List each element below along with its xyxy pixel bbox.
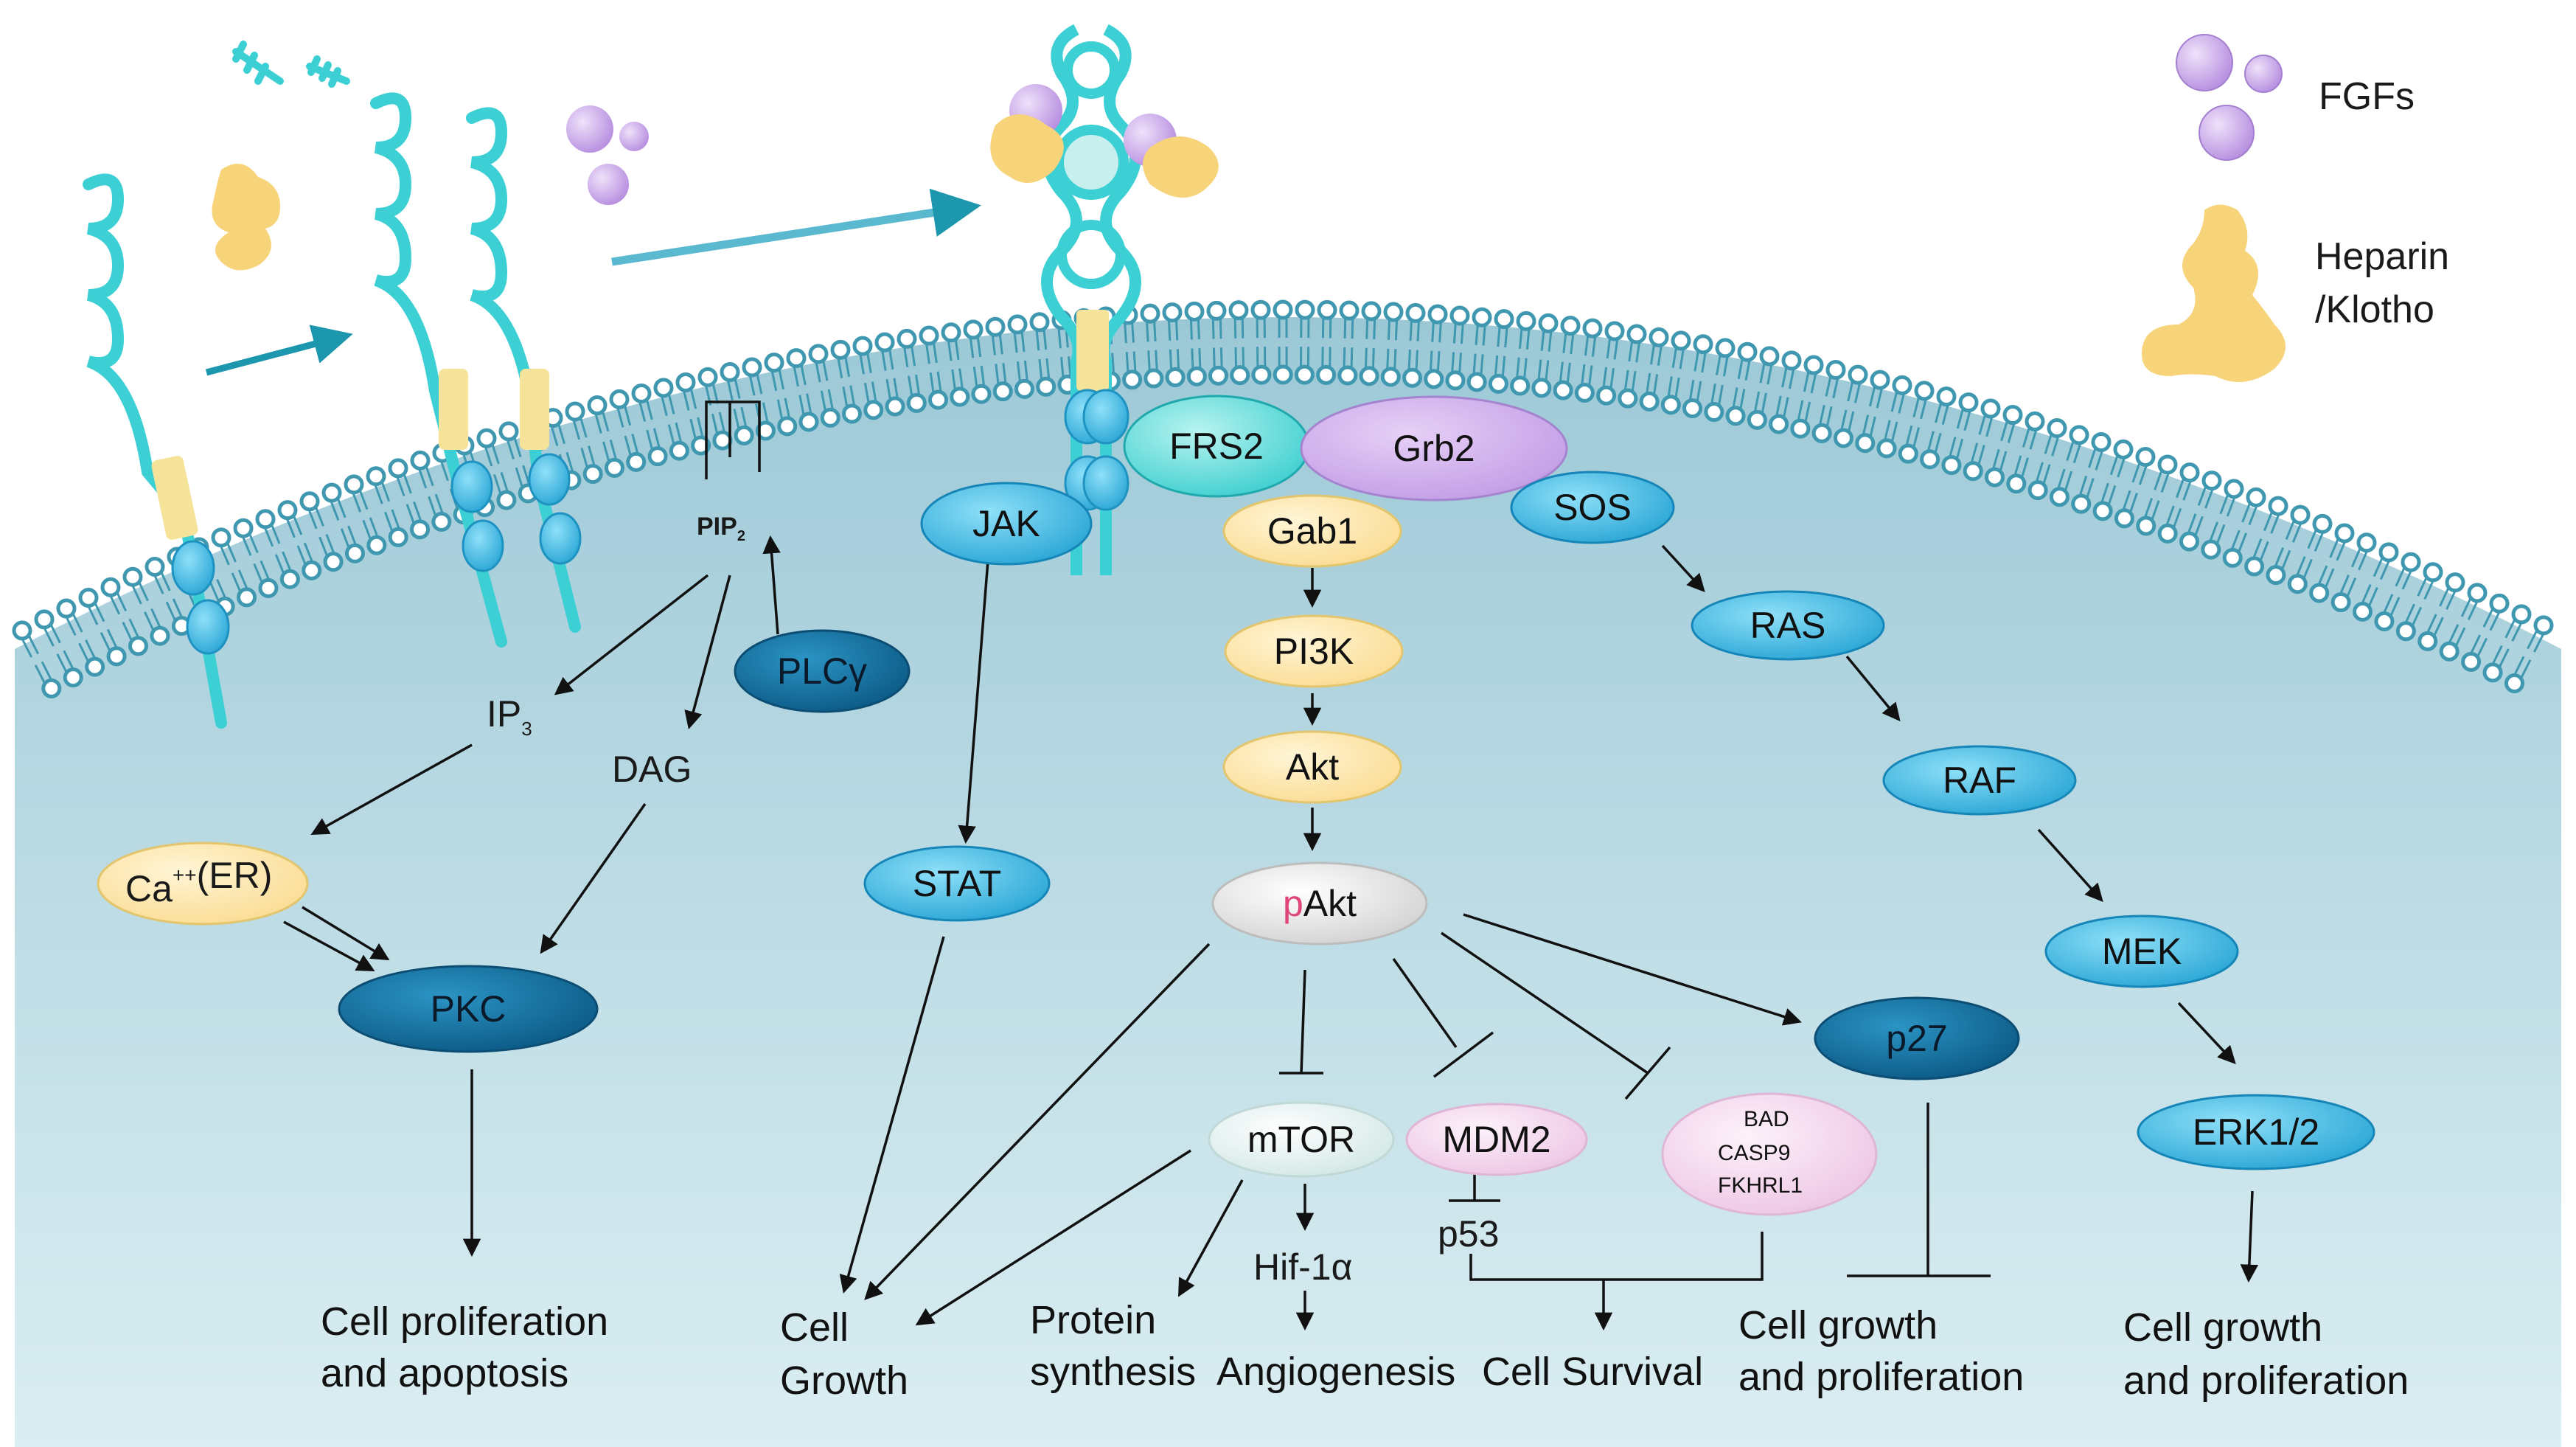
node-stat[interactable]: STAT: [863, 845, 1051, 922]
pip2-label: PIP: [697, 513, 737, 541]
ip3-sub: 3: [521, 718, 532, 740]
node-sos[interactable]: SOS: [1510, 471, 1675, 544]
node-jak[interactable]: JAK: [920, 482, 1093, 566]
node-mdm2[interactable]: MDM2: [1405, 1103, 1588, 1176]
outcome-growth-prolif-b-line2: and proliferation: [2123, 1358, 2409, 1403]
outcome-cell-survival: Cell Survival: [1482, 1350, 1703, 1394]
outcome-cell-growth-line1: Cell: [780, 1305, 849, 1350]
outcome-protein-line1: Protein: [1030, 1298, 1156, 1342]
pip2-sub: 2: [737, 528, 745, 544]
outcome-prolif-apop-line1: Cell proliferation: [321, 1299, 608, 1344]
node-pakt-label: Akt: [1303, 883, 1357, 924]
svg-text:pAkt: pAkt: [1283, 883, 1357, 924]
svg-text:PIP2: PIP2: [697, 513, 745, 544]
node-pakt[interactable]: pAkt: [1211, 861, 1428, 945]
legend-klotho-label: /Klotho: [2315, 288, 2434, 331]
node-pkc[interactable]: PKC: [338, 965, 599, 1053]
legend-heparin-icon: [2142, 204, 2286, 382]
node-pakt-prefix: p: [1283, 883, 1303, 924]
node-pi3k-label: PI3K: [1274, 631, 1354, 672]
node-erk-label: ERK1/2: [2193, 1111, 2319, 1153]
legend-fgf-icon: [2176, 34, 2233, 91]
outcome-growth-prolif-a-line2: and proliferation: [1738, 1355, 2024, 1399]
node-ca-er-label: (ER): [197, 855, 273, 896]
node-ras[interactable]: RAS: [1691, 590, 1885, 661]
node-ca-label: Ca: [125, 868, 173, 909]
outcome-angiogenesis: Angiogenesis: [1216, 1350, 1455, 1394]
node-p27[interactable]: p27: [1814, 996, 2020, 1080]
receptor-dimer-left: [370, 92, 582, 648]
node-grb2-label: Grb2: [1393, 428, 1475, 469]
node-mek[interactable]: MEK: [2044, 915, 2239, 988]
heparin-fragment: [212, 164, 280, 271]
comb-fragments: [232, 41, 350, 88]
node-casp9-label: CASP9: [1718, 1141, 1790, 1165]
cell-membrane: [12, 299, 2554, 698]
outcome-prolif-apop-line2: and apoptosis: [321, 1351, 568, 1395]
dag-label: DAG: [612, 749, 692, 790]
active-receptor-complex: [990, 24, 1219, 575]
node-ca-sup: ++: [173, 864, 197, 886]
pathway-arrows: [283, 400, 2259, 1331]
node-frs2-label: FRS2: [1169, 426, 1264, 467]
node-p27-label: p27: [1886, 1018, 1947, 1059]
node-frs2[interactable]: FRS2: [1123, 395, 1310, 498]
node-plcg[interactable]: PLCγ: [734, 629, 911, 713]
node-mtor[interactable]: mTOR: [1208, 1101, 1395, 1178]
outcome-growth-prolif-a-line1: Cell growth: [1738, 1303, 1938, 1347]
node-jak-label: JAK: [972, 503, 1040, 544]
outcome-protein-line2: synthesis: [1030, 1350, 1196, 1394]
node-akt[interactable]: Akt: [1222, 730, 1402, 804]
receptor-monomer: [83, 173, 230, 729]
node-bad-casp9-fkhrl1[interactable]: BAD CASP9 FKHRL1: [1661, 1092, 1878, 1216]
svg-text:Ca++(ER): Ca++(ER): [125, 855, 272, 909]
legend: FGFs Heparin /Klotho: [2142, 34, 2449, 382]
node-gab1-label: Gab1: [1267, 510, 1357, 552]
node-plcg-label: PLCγ: [777, 650, 867, 692]
node-bad-label: BAD: [1744, 1107, 1789, 1131]
node-raf[interactable]: RAF: [1882, 745, 2077, 816]
p53-label: p53: [1438, 1213, 1499, 1255]
node-ca-er[interactable]: Ca++(ER): [97, 842, 309, 926]
legend-fgfs-label: FGFs: [2319, 75, 2415, 118]
outcome-cell-growth-line2: Growth: [780, 1358, 908, 1403]
node-raf-label: RAF: [1943, 760, 2016, 801]
node-gab1[interactable]: Gab1: [1222, 494, 1402, 568]
node-mdm2-label: MDM2: [1442, 1119, 1550, 1160]
node-stat-label: STAT: [913, 863, 1001, 904]
node-mek-label: MEK: [2102, 931, 2182, 972]
node-mtor-label: mTOR: [1247, 1119, 1355, 1160]
hif-label: Hif-1α: [1253, 1246, 1352, 1288]
node-akt-label: Akt: [1286, 746, 1339, 788]
ip3-label: IP: [487, 693, 521, 735]
outcome-growth-prolif-b-line1: Cell growth: [2123, 1305, 2322, 1350]
node-sos-label: SOS: [1553, 487, 1632, 528]
node-pkc-label: PKC: [431, 988, 507, 1030]
node-fkhrl1-label: FKHRL1: [1718, 1173, 1803, 1198]
svg-text:IP3: IP3: [487, 693, 532, 740]
node-erk[interactable]: ERK1/2: [2137, 1094, 2375, 1170]
node-ras-label: RAS: [1750, 605, 1826, 646]
node-pi3k[interactable]: PI3K: [1224, 614, 1404, 688]
node-grb2[interactable]: Grb2: [1300, 395, 1568, 502]
legend-heparin-label: Heparin: [2315, 235, 2449, 278]
